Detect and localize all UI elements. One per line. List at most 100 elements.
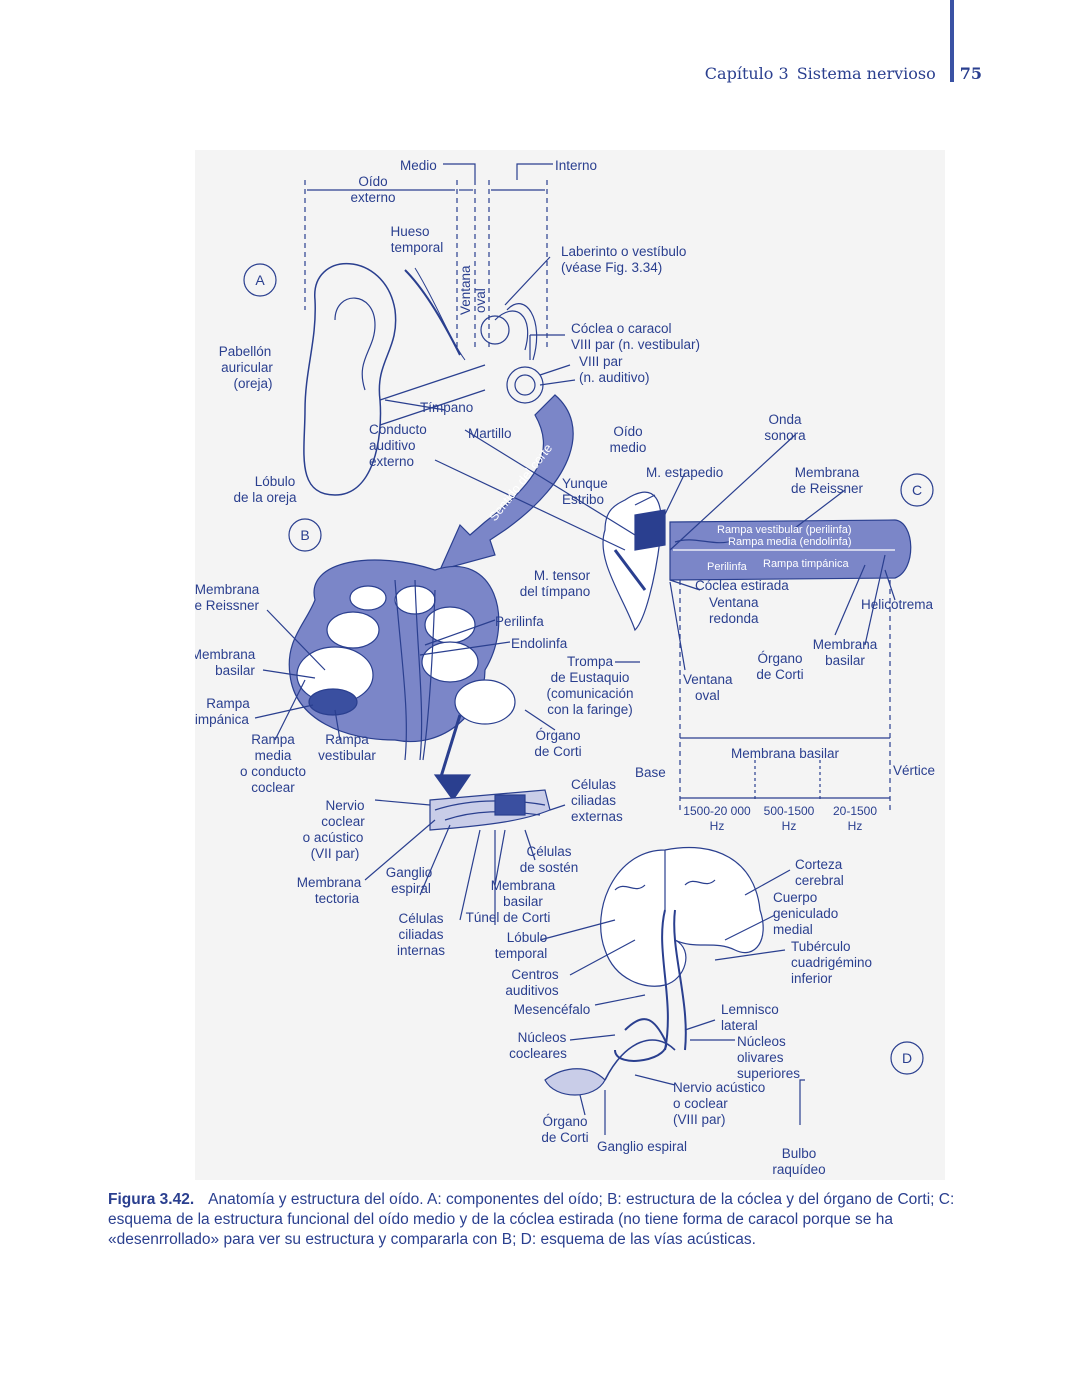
label-lobulo: Lóbulo — [255, 474, 296, 489]
label-b-trompa-2: de Eustaquio — [551, 670, 630, 685]
page-number: 75 — [959, 64, 982, 83]
label-d-centros-1: Centros — [511, 967, 559, 982]
label-b-trompa-4: con la faringe) — [547, 702, 633, 717]
label-d-corteza-2: cerebral — [795, 873, 844, 888]
label-laberinto: Laberinto o vestíbulo — [561, 244, 686, 259]
caption-text: Anatomía y estructura del oído. A: compo… — [108, 1191, 955, 1248]
label-d-tuberculo-2: cuadrigémino — [791, 955, 872, 970]
label-d-tuberculo-1: Tubérculo — [791, 939, 851, 954]
label-c-voval-1: Ventana — [683, 672, 733, 687]
label-b-vestibular-1: Rampa — [325, 732, 369, 747]
label-oreja: (oreja) — [233, 376, 272, 391]
label-oido: Oído — [358, 174, 387, 189]
label-b-internas-3: internas — [397, 943, 445, 958]
label-c-rampa-vestibular: Rampa vestibular (perilinfa) — [717, 524, 852, 536]
label-c-voval-2: oval — [695, 688, 720, 703]
label-viii-par: VIII par — [579, 354, 623, 369]
label-d-lobulo-2: temporal — [495, 946, 548, 961]
label-externo: externo — [350, 190, 395, 205]
label-c-helicotrema: Helicotrema — [861, 597, 934, 612]
label-d-geniculado-1: Cuerpo — [773, 890, 817, 905]
label-d-bulbo-1: Bulbo — [782, 1146, 817, 1161]
label-b-media-1: Rampa — [251, 732, 295, 747]
label-b-corti-1: Órgano — [535, 728, 580, 743]
label-c-rampa-media: Rampa media (endolinfa) — [728, 536, 852, 548]
label-d-olivares-3: superiores — [737, 1066, 800, 1081]
panel-letter-a: A — [255, 272, 265, 288]
section-title: Sistema nervioso — [796, 64, 936, 83]
label-c-oido-1: Oído — [613, 424, 642, 439]
label-b-tunel: Túnel de Corti — [466, 910, 551, 925]
label-c-base: Base — [635, 765, 666, 780]
label-d-lobulo-1: Lóbulo — [507, 930, 548, 945]
label-b-timpanica-2: timpánica — [195, 712, 249, 727]
label-c-reissner-1: Membrana — [795, 465, 860, 480]
label-conducto: Conducto — [369, 422, 427, 437]
panel-letter-b: B — [300, 527, 309, 543]
label-b-reissner-2: de Reissner — [195, 598, 260, 613]
label-coclea: Cóclea o caracol — [571, 321, 672, 336]
label-ventana: Ventana — [458, 265, 473, 315]
label-b-sosten-2: de sostén — [520, 860, 579, 875]
label-b-media-3: o conducto — [240, 764, 306, 779]
label-conducto-externo: externo — [369, 454, 414, 469]
label-b-tectoria-2: tectoria — [315, 891, 360, 906]
label-b-tectoria-1: Membrana — [297, 875, 362, 890]
label-b-ganglio-1: Ganglio — [386, 865, 433, 880]
label-c-onda-2: sonora — [764, 428, 806, 443]
label-hueso: Hueso — [390, 224, 429, 239]
label-n-auditivo: (n. auditivo) — [579, 370, 650, 385]
label-c-corti-2: de Corti — [756, 667, 803, 682]
label-b-corti-2: de Corti — [534, 744, 581, 759]
label-b-media-2: media — [255, 748, 292, 763]
label-c-mbasilar-2: basilar — [825, 653, 865, 668]
label-c-rampa-timpanica: Rampa timpánica — [763, 558, 849, 570]
label-d-olivares-2: olivares — [737, 1050, 784, 1065]
label-c-oido-2: medio — [610, 440, 647, 455]
label-c-hz-3: Hz — [848, 819, 863, 833]
label-c-yunque: Yunque — [562, 476, 608, 491]
label-d-nervio-2: o coclear — [673, 1096, 728, 1111]
label-c-mbasilar-axis: Membrana basilar — [731, 746, 840, 761]
label-b-nervio-3: o acústico — [303, 830, 364, 845]
label-auricular: auricular — [221, 360, 273, 375]
caption-label: Figura 3.42. — [108, 1191, 195, 1208]
label-d-corti-2: de Corti — [541, 1130, 588, 1145]
label-de-la-oreja: de la oreja — [233, 490, 297, 505]
label-medio: Medio — [400, 158, 437, 173]
label-c-onda-1: Onda — [768, 412, 802, 427]
label-d-centros-2: auditivos — [505, 983, 559, 998]
label-d-corteza-1: Corteza — [795, 857, 843, 872]
label-c-reissner-2: de Reissner — [791, 481, 864, 496]
label-c-corti-1: Órgano — [757, 651, 802, 666]
label-laberinto-ref: (véase Fig. 3.34) — [561, 260, 662, 275]
header-rule — [950, 0, 954, 82]
label-viii-vestibular: VIII par (n. vestibular) — [571, 337, 700, 352]
label-c-f2: 500-1500 — [764, 804, 815, 818]
label-c-f3: 20-1500 — [833, 804, 877, 818]
label-b-timpanica-1: Rampa — [206, 696, 250, 711]
label-oval: oval — [473, 288, 488, 313]
label-martillo: Martillo — [468, 426, 512, 441]
label-b-externas-3: externas — [571, 809, 623, 824]
label-d-lemnisco-1: Lemnisco — [721, 1002, 779, 1017]
label-b-trompa-3: (comunicación — [546, 686, 633, 701]
label-d-corti-1: Órgano — [542, 1114, 587, 1129]
figure-caption: Figura 3.42.Anatomía y estructura del oí… — [108, 1190, 1008, 1250]
label-b-nervio-4: (VII par) — [311, 846, 360, 861]
panel-letter-c: C — [912, 482, 922, 498]
label-d-geniculado-2: geniculado — [773, 906, 838, 921]
label-interno: Interno — [555, 158, 597, 173]
label-c-hz-2: Hz — [782, 819, 797, 833]
label-d-nervio-1: Nervio acústico — [673, 1080, 765, 1095]
label-b-tensor-1: M. tensor — [534, 568, 591, 583]
label-b-endolinfa: Endolinfa — [511, 636, 568, 651]
label-b-basilar-2: basilar — [215, 663, 255, 678]
label-c-perilinfa: Perilinfa — [707, 561, 748, 573]
label-b-sosten-1: Células — [526, 844, 571, 859]
label-c-vredonda-2: redonda — [709, 611, 759, 626]
label-b-externas-2: ciliadas — [571, 793, 616, 808]
label-b-internas-2: ciliadas — [398, 927, 443, 942]
label-c-estapedio: M. estapedio — [646, 465, 723, 480]
label-d-bulbo-2: raquídeo — [772, 1162, 825, 1177]
